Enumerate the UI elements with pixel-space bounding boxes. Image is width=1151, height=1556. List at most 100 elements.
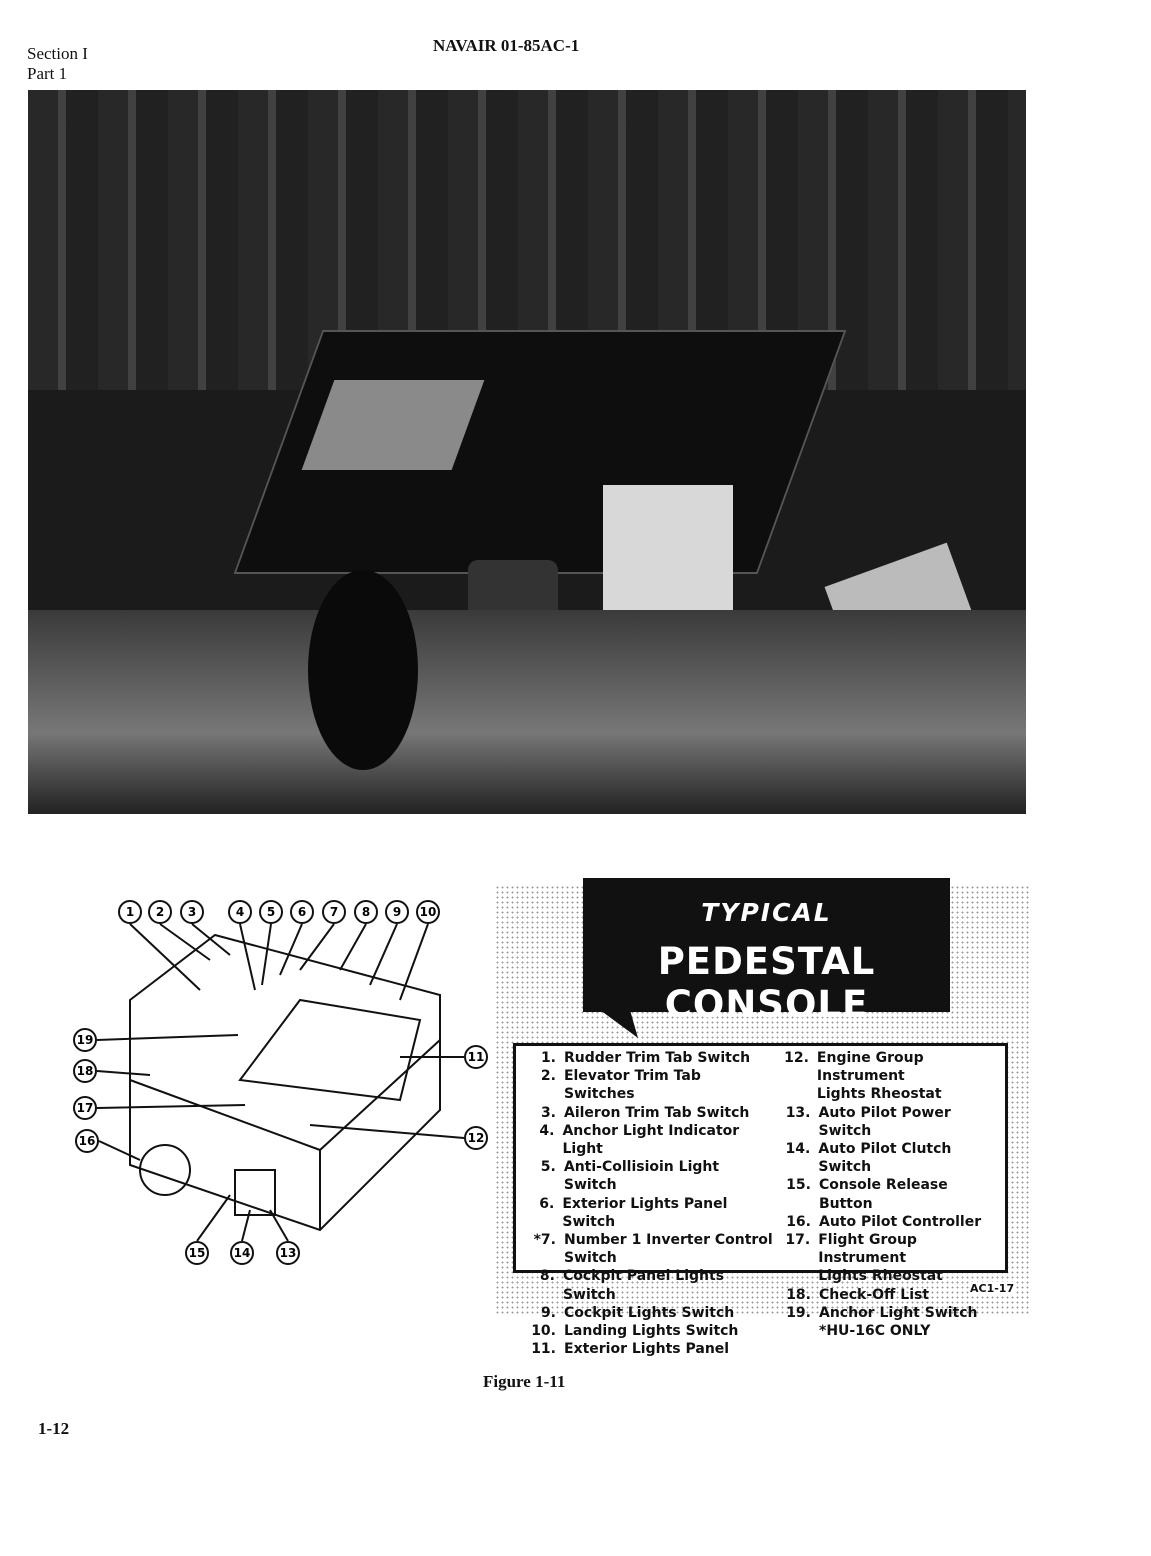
callout-number: 14 xyxy=(234,1246,251,1260)
callout-number: 2 xyxy=(156,905,164,919)
legend-label: Number 1 Inverter Control Switch xyxy=(564,1232,773,1267)
callout-number: 4 xyxy=(236,905,244,919)
legend-label: Cockpit Lights Switch xyxy=(564,1304,735,1321)
legend-item: 8. Cockpit Panel Lights Switch xyxy=(516,1267,776,1303)
legend-item: *7. Number 1 Inverter Control Switch xyxy=(516,1231,776,1267)
figure-caption: Figure 1-11 xyxy=(483,1372,566,1391)
callout-circle xyxy=(385,900,409,924)
legend-number: 17. xyxy=(785,1232,811,1249)
callout-number: 17 xyxy=(77,1101,94,1115)
callout-number: 16 xyxy=(79,1134,96,1148)
legend-item: 10. Landing Lights Switch xyxy=(516,1322,776,1340)
callout-number: 7 xyxy=(330,905,338,919)
legend-number: 19. xyxy=(786,1304,811,1321)
banner-line-2: PEDESTAL CONSOLE xyxy=(657,940,876,1026)
legend-item: 15. Console Release Button xyxy=(771,1176,1006,1212)
callout-circle xyxy=(464,1126,488,1150)
callout-circle xyxy=(185,1241,209,1265)
legend-item: 4. Anchor Light Indicator Light xyxy=(516,1122,776,1158)
callout-circle xyxy=(259,900,283,924)
legend-item: 9. Cockpit Lights Switch xyxy=(516,1304,776,1322)
legend-item: 17. Flight Group Instrument Lights Rheost… xyxy=(771,1231,1006,1286)
figure-title-banner: TYPICAL PEDESTAL CONSOLE xyxy=(583,878,950,1026)
doc-number: NAVAIR 01-85AC-1 xyxy=(433,36,580,55)
legend-label: Check-Off List xyxy=(819,1286,930,1303)
legend-number: 4. xyxy=(539,1122,555,1139)
legend-label: Auto Pilot Controller xyxy=(819,1213,982,1230)
callout-number: 3 xyxy=(188,905,196,919)
legend-number: 3. xyxy=(540,1104,556,1121)
callout-circle xyxy=(464,1045,488,1069)
callout-circle xyxy=(276,1241,300,1265)
legend-item: 12.Engine Group Instrument Lights Rheost… xyxy=(771,1049,1006,1104)
legend-item: 3. Aileron Trim Tab Switch xyxy=(516,1104,776,1122)
callout-number: 8 xyxy=(362,905,370,919)
legend-number: 15. xyxy=(786,1177,811,1194)
callout-number: 6 xyxy=(298,905,306,919)
callout-circle xyxy=(180,900,204,924)
callout-circle xyxy=(148,900,172,924)
callout-number: 10 xyxy=(420,905,437,919)
legend-item: 2.Elevator Trim Tab Switches xyxy=(516,1067,776,1103)
callout-number: 5 xyxy=(267,905,275,919)
legend-number: 10. xyxy=(531,1323,556,1340)
legend-number: 18. xyxy=(786,1286,811,1303)
legend-number: 16. xyxy=(786,1213,811,1230)
legend-item: 13.Auto Pilot Power Switch xyxy=(771,1104,1006,1140)
callout-circle xyxy=(290,900,314,924)
legend-label: Anchor Light Indicator Light xyxy=(562,1122,740,1158)
callout-number: 15 xyxy=(189,1246,206,1260)
callout-circle xyxy=(416,900,440,924)
legend-label: Cockpit Panel Lights Switch xyxy=(562,1268,725,1303)
callout-circle xyxy=(73,1028,97,1052)
legend-label: Flight Group Instrument Lights Rheostat xyxy=(818,1232,943,1285)
callout-number: 13 xyxy=(280,1246,297,1260)
legend-number: 6. xyxy=(539,1195,555,1212)
legend-label: Rudder Trim Tab Switch xyxy=(564,1050,751,1066)
legend-item: 18. Check-Off List xyxy=(771,1286,1006,1304)
legend-label: Console Release Button xyxy=(818,1177,948,1212)
cockpit-pedestal-photo xyxy=(28,90,1026,814)
legend-item: 6. Exterior Lights Panel Switch xyxy=(516,1195,776,1231)
legend-number: 1. xyxy=(540,1050,556,1066)
legend-item: *HU-16C ONLY xyxy=(771,1322,1006,1340)
callout-circle xyxy=(354,900,378,924)
legend-label: Landing Lights Switch xyxy=(564,1323,739,1340)
callout-number: 1 xyxy=(126,905,134,919)
legend-number: 8. xyxy=(539,1268,555,1285)
part-text: Part 1 xyxy=(27,64,68,83)
legend-number: 9. xyxy=(540,1304,556,1321)
page-number: 1-12 xyxy=(38,1419,70,1438)
callout-circle xyxy=(73,1059,97,1083)
legend-number: 11. xyxy=(531,1341,556,1358)
callout-circle xyxy=(75,1129,99,1153)
callout-number: 11 xyxy=(468,1050,485,1064)
banner-pointer xyxy=(600,1010,638,1038)
legend-label: Exterior Lights Panel Switch xyxy=(562,1195,728,1230)
auto-pilot-controller xyxy=(139,1144,191,1196)
legend-label: Engine Group Instrument Lights Rheostat xyxy=(816,1050,942,1103)
legend-label: Auto Pilot Clutch Switch xyxy=(818,1141,952,1176)
callout-circle xyxy=(230,1241,254,1265)
legend-number xyxy=(771,1322,819,1340)
legend-right-column: 12.Engine Group Instrument Lights Rheost… xyxy=(771,1049,1006,1340)
callout-circle xyxy=(228,900,252,924)
legend-label: Auto Pilot Power Switch xyxy=(818,1104,951,1139)
callout-number: 9 xyxy=(393,905,401,919)
legend-label: Exterior Lights Panel xyxy=(564,1341,730,1358)
callout-number: 19 xyxy=(77,1033,94,1047)
legend-number: 14. xyxy=(785,1141,811,1158)
legend-item: 19.Anchor Light Switch xyxy=(771,1304,1006,1322)
legend-label: Elevator Trim Tab Switches xyxy=(563,1068,701,1103)
legend-item: 11. Exterior Lights Panel xyxy=(516,1340,776,1358)
legend-number: *7. xyxy=(533,1232,556,1249)
art-code: AC1-17 xyxy=(970,1282,1015,1295)
callout-number: 18 xyxy=(77,1064,94,1078)
legend-label: Aileron Trim Tab Switch xyxy=(564,1104,750,1121)
legend-label: Anti-Collisioin Light Switch xyxy=(563,1159,720,1194)
section-label: Section I Part 1 xyxy=(27,44,88,84)
